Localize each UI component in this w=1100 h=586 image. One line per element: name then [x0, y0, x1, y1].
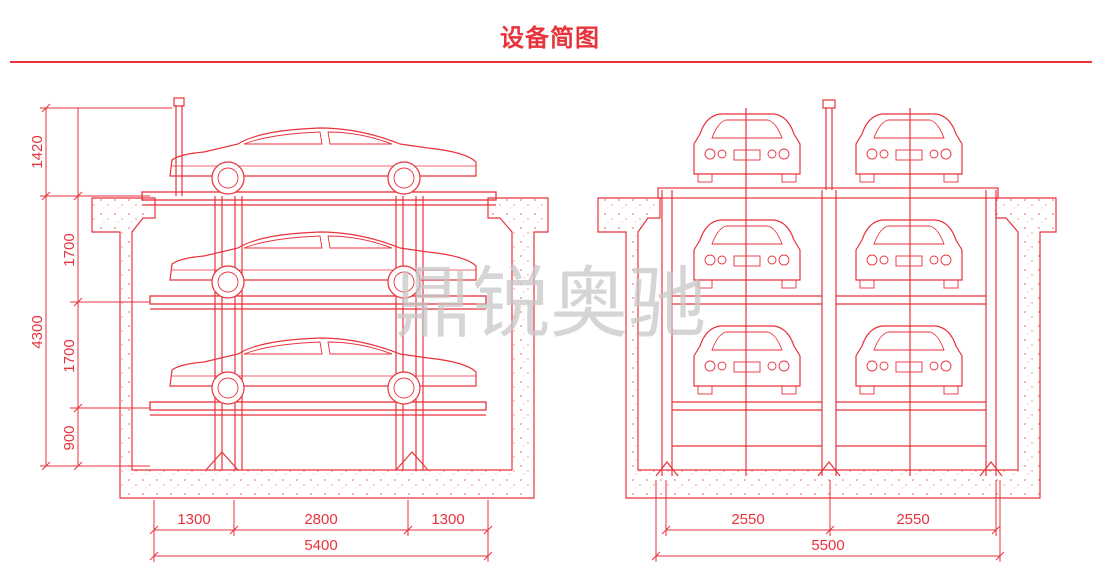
front-car-low-left: [693, 325, 801, 395]
dim-side-bottom-2800: 2800: [304, 511, 337, 528]
dim-side-bottom-total-5400: 5400: [304, 537, 337, 554]
front-bottom-dimensions: [651, 480, 1005, 562]
dim-side-1420: 1420: [29, 135, 46, 168]
page-title: 设备简图: [500, 24, 600, 52]
dim-front-bottom-2550-left: 2550: [731, 511, 764, 528]
dim-side-900: 900: [61, 425, 78, 450]
side-pit-concrete: [91, 197, 549, 499]
dim-side-1700-upper: 1700: [61, 233, 78, 266]
dim-side-total-4300: 4300: [29, 315, 46, 348]
dim-side-bottom-1300-left: 1300: [177, 511, 210, 528]
front-view: 2550 2550 5500: [597, 99, 1057, 562]
front-car-mid-right: [855, 219, 963, 289]
dim-front-bottom-total-5500: 5500: [811, 537, 844, 554]
side-bottom-dimensions: [149, 500, 493, 562]
side-left-dimensions: [40, 103, 172, 471]
side-car-top: [169, 127, 477, 195]
front-car-low-right: [855, 325, 963, 395]
dim-side-bottom-1300-right: 1300: [431, 511, 464, 528]
dim-side-1700-lower: 1700: [61, 339, 78, 372]
front-frame: [655, 99, 1003, 477]
dim-front-bottom-2550-right: 2550: [896, 511, 929, 528]
side-columns: [173, 97, 429, 471]
front-car-top-left: [693, 113, 801, 183]
side-pallets: [141, 191, 497, 416]
front-car-mid-left: [693, 219, 801, 289]
side-view: 1420 4300 1700 1700 900 1300 2800 1300 5…: [29, 97, 549, 562]
watermark-text: 鼎锐奥驰: [394, 259, 706, 349]
front-car-top-right: [855, 113, 963, 183]
